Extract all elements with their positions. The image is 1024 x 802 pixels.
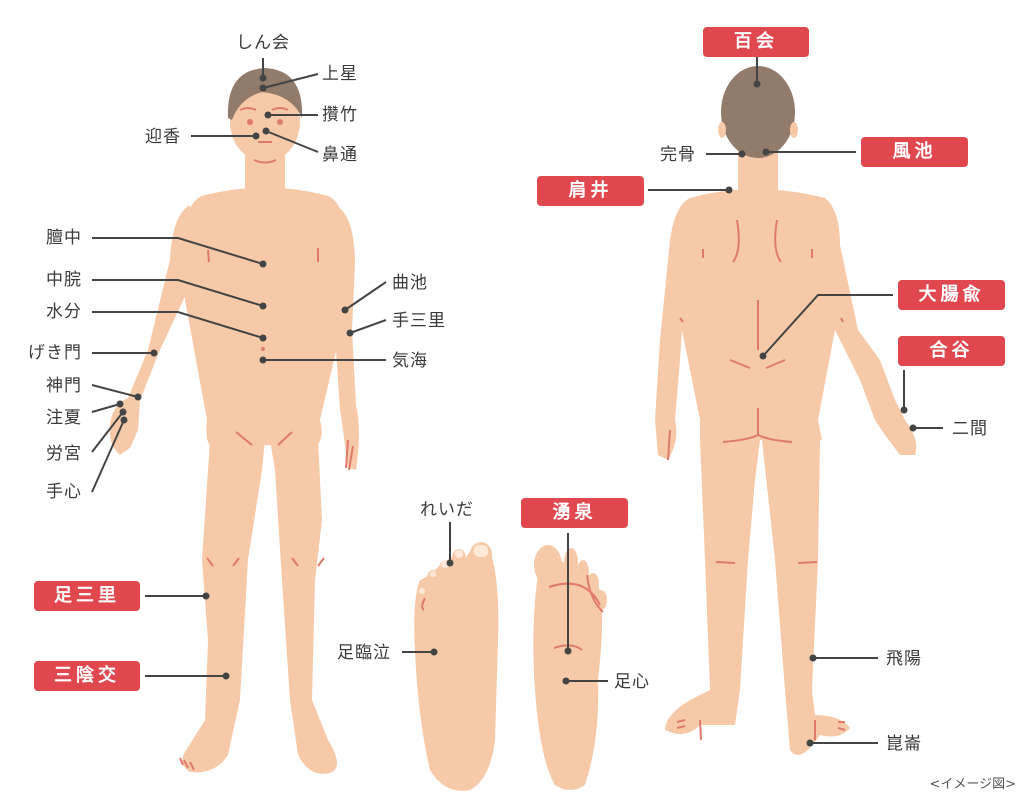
label-gekimon: げき門 <box>28 343 82 363</box>
label-ashirinkyu: 足臨泣 <box>337 643 391 663</box>
image-caption: <イメージ図> <box>929 777 1016 792</box>
label-kikai: 気海 <box>392 351 428 371</box>
label-tesanri: 手三里 <box>392 311 446 331</box>
label-shinkai: しん会 <box>236 33 290 53</box>
label-kankotsu: 完骨 <box>660 145 696 165</box>
label-nikan: 二間 <box>952 419 988 439</box>
tag-kensei: 肩井 <box>537 176 644 206</box>
tag-hyakue: 百会 <box>703 27 809 57</box>
tag-yusen: 湧泉 <box>521 498 628 528</box>
foot-sole-figure <box>533 545 607 790</box>
label-josei: 上星 <box>322 64 358 84</box>
label-bitsu: 鼻通 <box>322 145 358 165</box>
front-body-figure <box>109 150 359 774</box>
label-chuka: 注夏 <box>46 408 82 428</box>
tag-goukoku: 合谷 <box>898 336 1005 366</box>
label-danchu: 膻中 <box>46 228 82 248</box>
tag-daichoyu: 大腸兪 <box>898 280 1005 310</box>
label-konron: 崑崙 <box>886 734 922 754</box>
label-kyokuchi: 曲池 <box>392 273 428 293</box>
tag-sanninko: 三陰交 <box>34 661 140 691</box>
label-sanchiku: 攢竹 <box>322 105 358 125</box>
tag-fuchi: 風池 <box>861 137 968 167</box>
tag-ashisanri: 足三里 <box>34 581 140 611</box>
label-hiyo: 飛陽 <box>886 649 922 669</box>
foot-top-figure <box>414 542 499 791</box>
label-chukan: 中脘 <box>46 270 82 290</box>
label-shinmon: 神門 <box>46 376 82 396</box>
leader-lines <box>91 56 943 744</box>
label-sokushin: 足心 <box>614 672 650 692</box>
acupoint-dots <box>116 74 917 747</box>
label-reida: れいだ <box>420 500 474 520</box>
label-shushin: 手心 <box>46 482 82 502</box>
label-rokyu: 労宮 <box>46 444 82 464</box>
label-geiko: 迎香 <box>145 127 181 147</box>
label-suibun: 水分 <box>46 302 82 322</box>
back-body-figure <box>655 135 917 755</box>
